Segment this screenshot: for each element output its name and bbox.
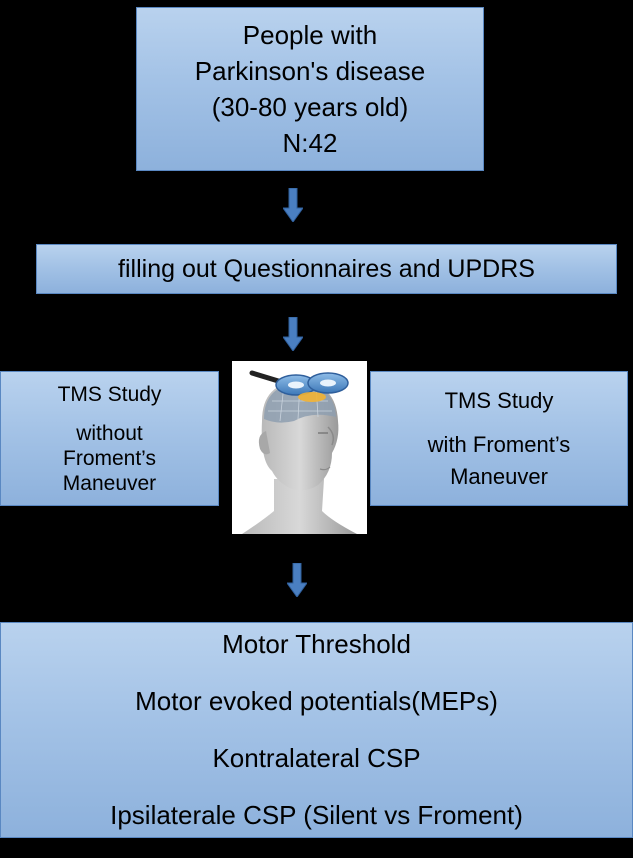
outcome-measures-box: Motor Threshold Motor evoked potentials(… (0, 622, 633, 838)
participants-line-1: People with (242, 20, 378, 50)
tms-with-line-2: with Froment’s (427, 431, 571, 457)
outcome-line-3: Kontralateral CSP (212, 743, 421, 773)
down-arrow-icon (283, 188, 303, 222)
tms-with-froment-box: TMS Study with Froment’s Maneuver (370, 371, 628, 506)
outcome-line-4: Ipsilaterale CSP (Silent vs Froment) (110, 800, 523, 830)
questionnaires-label: filling out Questionnaires and UPDRS (118, 254, 535, 283)
tms-with-line-1: TMS Study (444, 387, 554, 413)
tms-with-line-3: Maneuver (450, 463, 548, 489)
outcome-line-1: Motor Threshold (222, 629, 411, 659)
down-arrow-icon (283, 317, 303, 351)
participants-box: People with Parkinson's disease (30-80 y… (136, 7, 484, 171)
tms-without-line-4: Maneuver (62, 471, 157, 495)
participants-line-4: N:42 (282, 128, 338, 158)
questionnaires-box: filling out Questionnaires and UPDRS (36, 244, 617, 294)
participants-line-3: (30-80 years old) (211, 92, 409, 122)
outcome-line-2: Motor evoked potentials(MEPs) (135, 686, 498, 716)
tms-without-line-2: without (76, 421, 143, 445)
tms-coil-head-illustration (232, 361, 367, 534)
tms-without-froment-box: TMS Study without Froment’s Maneuver (0, 371, 219, 506)
tms-without-line-3: Froment’s (63, 446, 156, 470)
down-arrow-icon (287, 563, 307, 597)
participants-line-2: Parkinson's disease (194, 56, 426, 86)
tms-without-line-1: TMS Study (57, 382, 162, 406)
